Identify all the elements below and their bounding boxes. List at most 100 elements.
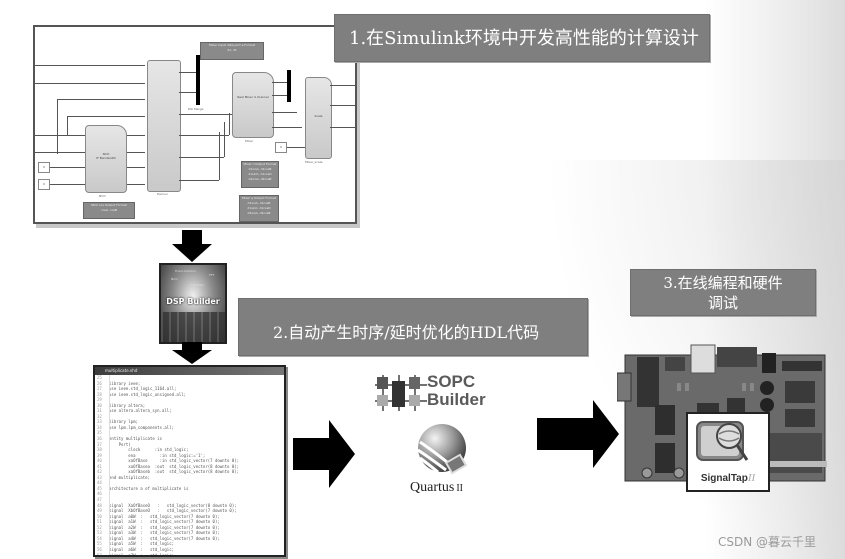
line-number: 38 [97,447,102,453]
dsp-tag: FFT [209,273,215,277]
sopc-line2: Builder [427,390,486,409]
code-text: signal a7W : std_logic; [109,552,175,557]
merge-bar-2 [287,70,291,102]
step3-callout: 3.在线编程和硬件 调试 [630,269,816,316]
signal-line [57,99,58,154]
line-number: 50 [97,513,102,519]
code-text: use altera.altera_syn.all; [109,408,172,414]
merge-bar [196,55,200,105]
line-number: 29 [97,397,102,403]
line-number: 57 [97,552,102,557]
signal-line [115,167,145,168]
code-text: signal a3W : std_logic_vector(7 downto 0… [109,530,220,536]
quartus-name: Quartus [410,480,455,495]
nco-block: NCO IF Bandwidth [85,125,127,193]
signal-line [35,135,85,136]
line-number: 56 [97,546,102,552]
code-line: 25 [97,375,284,381]
code-line: 42 xaOfBaseb :out std_logic_vector(8 dow… [97,469,284,475]
signal-line [67,116,68,136]
sopc-chip-icon [375,375,427,411]
arrow-right-icon [537,400,619,468]
line-number: 40 [97,458,102,464]
sopc-builder-text: SOPC Builder [427,373,486,409]
code-text: signal a2W : std_logic_vector(7 downto 0… [109,524,220,530]
code-text: ena :in std_logic:='1'; [109,452,206,458]
code-text: clock :in std_logic; [109,447,189,453]
signal-line [115,184,145,185]
signal-line [35,65,145,66]
code-text: library lpm; [109,419,138,425]
step2-callout: 2.自动产生时序/延时优化的HDL代码 [238,298,588,356]
code-line: 44 [97,480,284,486]
line-number: 43 [97,474,102,480]
code-text: xaOfBase :in std_logic_vector(7 downto 0… [109,458,240,464]
note-line: d2sinA, d2cosB [248,177,272,181]
note-line: d1sinA, d1cosB [247,201,271,205]
code-line: 37 Port( [97,442,284,448]
nco-caption: NCO [99,194,106,198]
code-text: use ieee.std_logic_unsigned.all; [109,391,187,397]
code-text: signal a5W : std_logic; [109,541,175,547]
note-title: NCO cos Output Format [91,203,127,207]
quartus-logo-icon [417,424,468,475]
signaltap-version: II [747,472,756,484]
signal-line [35,83,145,84]
signal-line [47,184,85,185]
note-title: Mixer q Output Format [242,196,276,200]
code-text: xaOfBaseb :out std_logic_vector(8 downto… [109,469,240,475]
code-gutter [109,375,110,555]
line-number: 30 [97,402,102,408]
arrow-down-icon [172,342,212,364]
line-number: 49 [97,508,102,514]
dsp-builder-title: DSP Builder [166,297,220,306]
line-number: 36 [97,436,102,442]
code-window-title: multiplicate.vhd [95,367,284,375]
signal-line [57,99,145,100]
constant-block: 0 [38,179,50,190]
code-text: use ieee.std_logic_1164.all; [109,386,177,392]
signal-line [330,105,355,106]
dsp-tag: FIR Filter [191,283,205,287]
signal-line [115,152,145,153]
signal-line [285,147,305,148]
constant-block: 0 [38,162,50,173]
code-line: 27 use ieee.std_logic_1164.all; [97,386,284,392]
code-line: 32 [97,414,284,420]
mixer-block-label: Real Mixer 4 channel [237,95,269,99]
signal-line [179,92,197,93]
arrow-right-icon [293,420,355,488]
line-number: 32 [97,413,102,419]
scale-caption: Mixer_scale [305,160,323,164]
signal-line [229,113,230,135]
signal-line [35,152,85,153]
line-number: 41 [97,463,102,469]
signal-line [179,135,229,136]
line-number: 53 [97,530,102,536]
signal-line [67,116,145,117]
note-line: cosA, cosB [100,208,118,212]
line-number: 31 [97,408,102,414]
note-line: d1sinC, d1cosD [248,172,272,176]
signaltap-name: SignalTap [700,473,748,484]
mixer-caption: Mixer [245,139,254,143]
line-number: 47 [97,497,102,503]
line-number: 39 [97,452,102,458]
note-title: Mixer input data port a Format [209,43,255,47]
line-number: 37 [97,441,102,447]
code-line: 31 use altera.altera_syn.all; [97,408,284,414]
line-number: 52 [97,524,102,530]
sopc-builder-logo: SOPC Builder [375,373,525,413]
step3-line1: 3.在线编程和硬件 [663,274,783,292]
line-number: 27 [97,386,102,392]
